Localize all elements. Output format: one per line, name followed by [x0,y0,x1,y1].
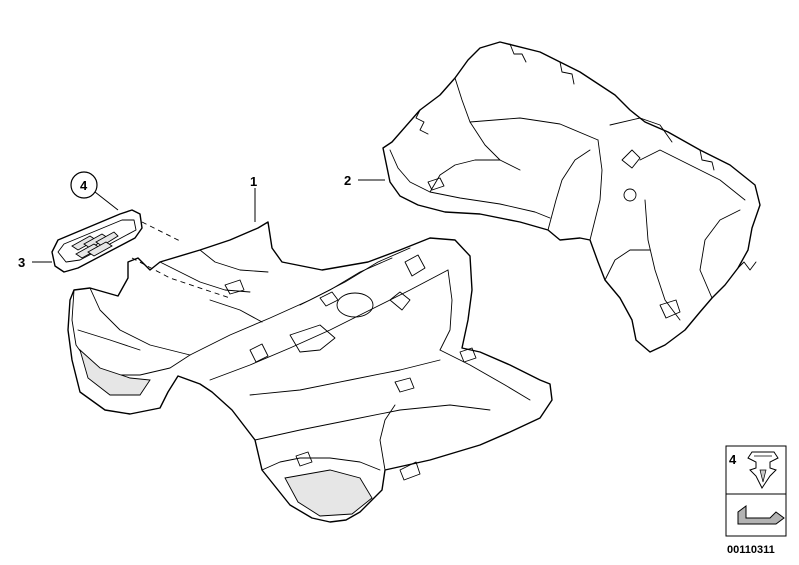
clip-legend: 4 [725,445,787,537]
grille-cover-part [51,209,143,273]
legend-clip-number: 4 [729,452,737,467]
assembly-line [141,221,183,243]
leader-line-4 [94,191,119,211]
clip-icon [747,451,779,489]
callout-part-2: 2 [344,173,351,188]
assembly-line [131,257,231,299]
callout-part-1: 1 [250,174,257,189]
callout-part-3: 3 [18,255,25,270]
callout-part-4: 4 [80,178,88,193]
callout-circle-4 [70,171,98,199]
diagram-code: 00110311 [727,544,775,556]
front-floor-covering-part [67,221,553,523]
arrow-icon [737,505,785,525]
rear-floor-covering-part [382,41,761,353]
